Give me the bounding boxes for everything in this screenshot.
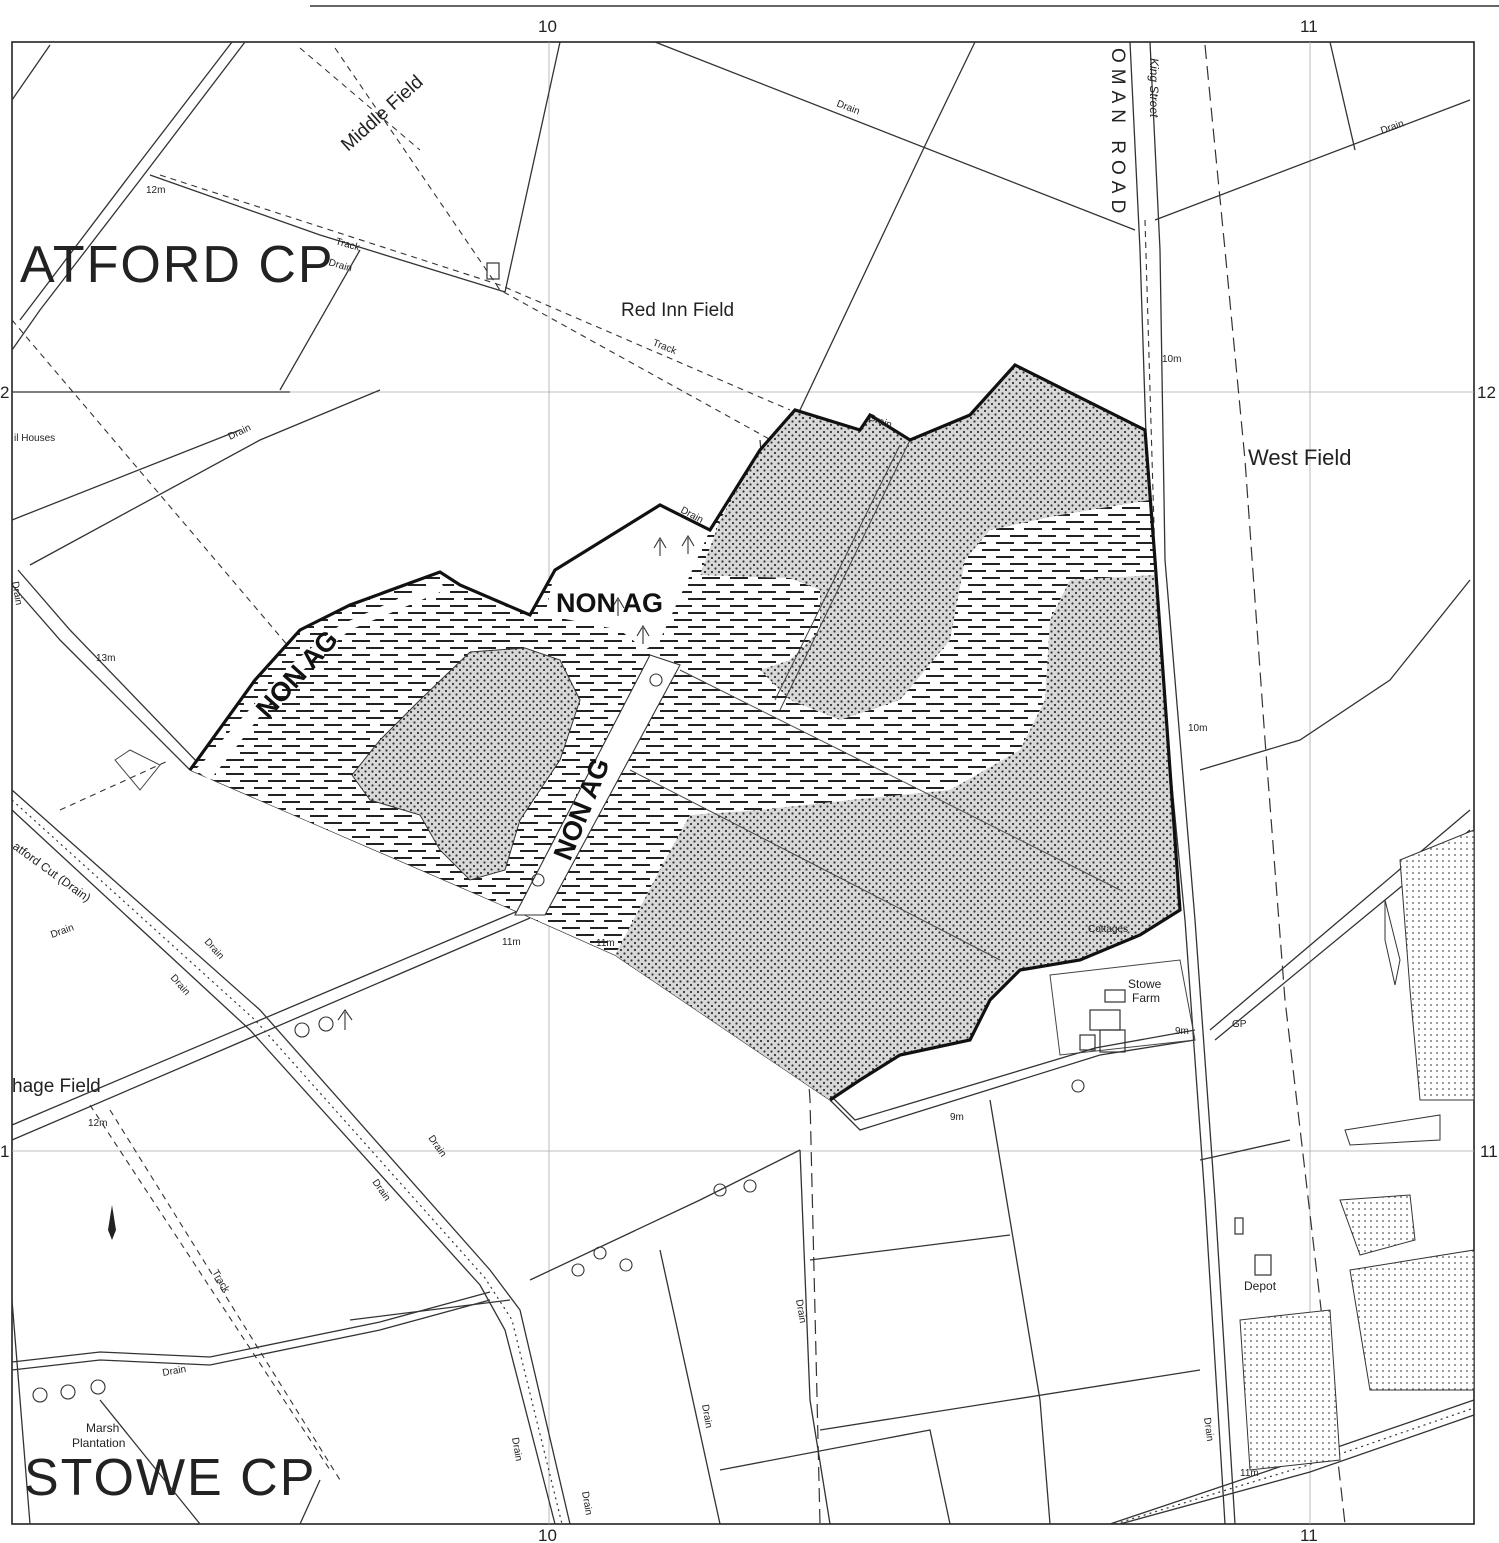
- spot-height-10b: 10m: [1188, 723, 1207, 734]
- parish-north: ATFORD CP: [20, 236, 335, 294]
- parish-labels: ATFORD CP STOWE CP: [20, 236, 335, 1507]
- grid-label-right-12: 12: [1477, 383, 1496, 402]
- field-hage: hage Field: [12, 1076, 101, 1097]
- spot-height-13: 13m: [96, 653, 115, 664]
- spot-height-9a: 9m: [1175, 1026, 1189, 1037]
- gravel-pits: [1239, 829, 1475, 1471]
- grid-label-left-11: 1: [0, 1142, 9, 1161]
- drain-label-14: Drain: [699, 1404, 714, 1429]
- spot-height-10a: 10m: [1162, 354, 1181, 365]
- field-boundaries: [11, 41, 1471, 1525]
- drain-label-10: Drain: [426, 1133, 449, 1159]
- place-farm: Farm: [1132, 991, 1160, 1005]
- spot-height-12a: 12m: [146, 185, 165, 196]
- drain-label-13: Drain: [793, 1299, 808, 1324]
- place-depot: Depot: [1244, 1279, 1277, 1293]
- track-label-1: Track: [334, 236, 362, 254]
- road-cut: atford Cut (Drain): [10, 839, 93, 905]
- drain-label-8: Drain: [202, 937, 226, 962]
- tree-symbols: [32, 534, 1085, 1403]
- place-cottages: Cottages: [1088, 924, 1128, 935]
- drain-label-18: Drain: [9, 581, 24, 606]
- grid-label-top-11: 11: [1300, 17, 1318, 36]
- drain-label-15: Drain: [509, 1437, 524, 1462]
- drain-label-12: Drain: [162, 1364, 187, 1379]
- grid-label-bottom-11: 11: [1300, 1526, 1318, 1543]
- place-stowe: Stowe: [1128, 977, 1162, 991]
- field-marsh: Marsh: [86, 1421, 119, 1435]
- spot-height-9b: 9m: [950, 1112, 964, 1123]
- drain-label-4: Drain: [226, 422, 252, 442]
- road-roman: OMAN ROAD: [1107, 48, 1128, 219]
- grid-label-top-10: 10: [538, 17, 557, 36]
- spot-height-11a: 11m: [502, 937, 521, 948]
- field-middle: Middle Field: [337, 72, 427, 156]
- stowe-farm-buildings: [114, 262, 1272, 1276]
- field-plantation: Plantation: [72, 1436, 125, 1450]
- road-king-street: King Street: [1147, 58, 1161, 118]
- place-labels: il Houses Stowe Farm Depot GP Cottages: [14, 433, 1277, 1293]
- drain-label-11: Drain: [370, 1177, 393, 1203]
- track-label-2: Track: [651, 338, 679, 358]
- grid-label-bottom-10: 10: [538, 1526, 557, 1543]
- spot-heights: 12m 13m 11m 11m 10m 10m 9m 9m 12m 11m: [88, 185, 1259, 1479]
- place-houses: il Houses: [14, 433, 55, 444]
- drain-label-9: Drain: [168, 973, 192, 998]
- parish-south: STOWE CP: [24, 1449, 316, 1507]
- grid-label-left-12: 2: [0, 383, 9, 402]
- tree-icon: [108, 1205, 116, 1240]
- drain-label-7: Drain: [49, 922, 75, 941]
- grid-label-right-11: 11: [1480, 1142, 1498, 1161]
- spot-height-11c: 11m: [1240, 1468, 1259, 1479]
- drain-label-17: Drain: [579, 1491, 594, 1516]
- non-ag-label-top: NON AG: [556, 588, 663, 618]
- drain-cut: [11, 789, 571, 1525]
- drain-label-16: Drain: [1201, 1417, 1215, 1442]
- field-west: West Field: [1248, 445, 1352, 470]
- place-gp: GP: [1232, 1019, 1247, 1030]
- spot-height-12b: 12m: [88, 1118, 107, 1129]
- field-red-inn: Red Inn Field: [621, 300, 734, 321]
- spot-height-11b: 11m: [596, 938, 615, 949]
- drain-label-2: Drain: [1379, 118, 1405, 137]
- grid-labels: 10 11 12 11 2 1 10 11: [0, 17, 1498, 1543]
- survey-area: [188, 363, 1182, 1102]
